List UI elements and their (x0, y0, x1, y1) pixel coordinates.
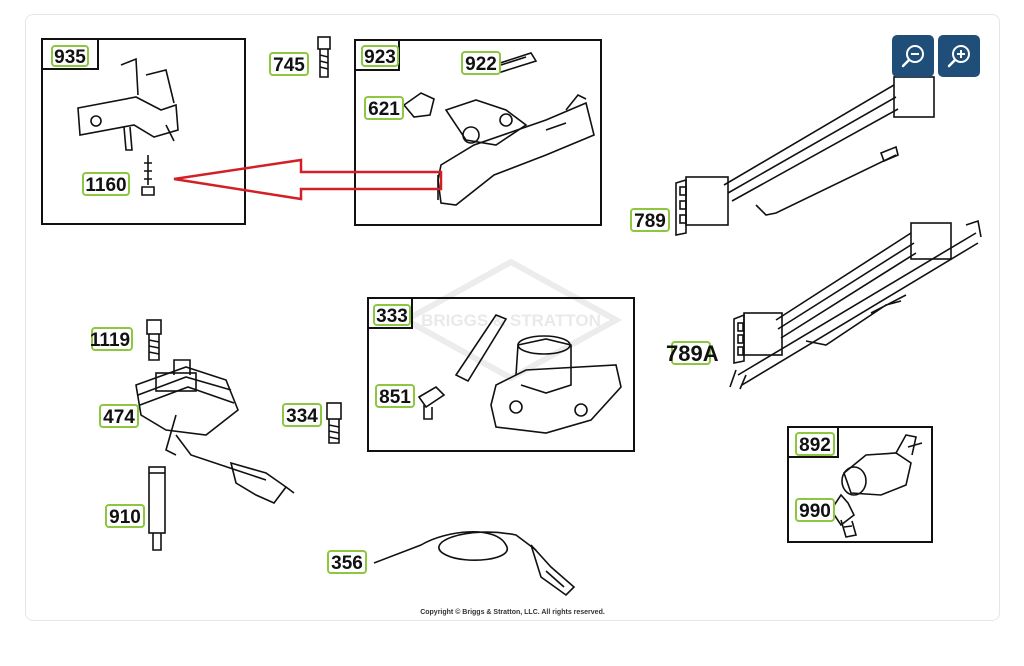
box-892 (787, 426, 933, 543)
svg-text:922: 922 (465, 54, 497, 75)
part-tag-334[interactable]: 334 (282, 403, 322, 427)
part-tag-789[interactable]: 789 (630, 208, 670, 232)
box-923 (354, 39, 602, 226)
svg-text:745: 745 (273, 55, 305, 76)
svg-text:1160: 1160 (85, 175, 126, 196)
svg-text:892: 892 (799, 435, 831, 456)
svg-text:356: 356 (331, 553, 363, 574)
box-333 (367, 297, 635, 452)
box-935 (41, 38, 246, 225)
svg-text:474: 474 (103, 407, 135, 428)
part-tag-935[interactable]: 935 (51, 45, 89, 68)
watermark: BRIGGS & STRATTON (399, 258, 623, 382)
part-923-drawing (402, 52, 595, 206)
part-tag-910[interactable]: 910 (105, 504, 145, 528)
svg-text:935: 935 (54, 47, 86, 68)
red-arrow (173, 158, 443, 201)
part-789-drawing (675, 76, 935, 236)
svg-text:789A: 789A (666, 341, 719, 366)
svg-text:789: 789 (634, 211, 666, 232)
part-tag-1119[interactable]: 1119 (90, 327, 133, 351)
part-356-drawing (373, 531, 576, 597)
svg-text:621: 621 (368, 99, 400, 120)
part-tag-990[interactable]: 990 (795, 498, 835, 522)
zoom-out-button[interactable] (892, 35, 934, 77)
zoom-out-icon (901, 45, 924, 68)
part-333-drawing (417, 314, 622, 434)
svg-text:923: 923 (364, 47, 396, 68)
part-tag-745[interactable]: 745 (269, 52, 309, 76)
part-tag-356[interactable]: 356 (327, 550, 367, 574)
part-474-drawing (135, 359, 295, 504)
part-892-drawing (830, 434, 923, 538)
watermark-text: BRIGGS & STRATTON (421, 311, 601, 330)
part-334-drawing (326, 402, 342, 444)
svg-text:334: 334 (286, 406, 318, 427)
svg-text:333: 333 (376, 306, 408, 327)
copyright-notice: Copyright © Briggs & Stratton, LLC. All … (420, 609, 605, 616)
part-tag-789a[interactable]: 789A (666, 341, 719, 366)
part-tag-474[interactable]: 474 (99, 404, 139, 428)
svg-text:851: 851 (379, 387, 411, 408)
part-tag-333[interactable]: 333 (373, 304, 411, 327)
part-tag-892[interactable]: 892 (795, 432, 835, 456)
part-tag-922[interactable]: 922 (461, 51, 501, 75)
zoom-in-button[interactable] (938, 35, 980, 77)
part-910-drawing (148, 466, 166, 551)
part-tag-1160[interactable]: 1160 (82, 172, 130, 196)
part-789a-drawing (729, 219, 982, 390)
part-tag-851[interactable]: 851 (375, 384, 415, 408)
part-tag-621[interactable]: 621 (364, 96, 404, 120)
svg-text:910: 910 (109, 507, 141, 528)
svg-text:990: 990 (799, 501, 831, 522)
part-1119-drawing (146, 319, 162, 361)
svg-text:1119: 1119 (90, 330, 130, 351)
parts-diagram: BRIGGS & STRATTON (41, 36, 982, 597)
zoom-in-icon (947, 45, 970, 68)
part-tag-923[interactable]: 923 (361, 45, 399, 68)
part-745-drawing (317, 36, 331, 78)
part-935-drawing (77, 57, 179, 196)
diagram-viewer: BRIGGS & STRATTON (25, 14, 1000, 621)
